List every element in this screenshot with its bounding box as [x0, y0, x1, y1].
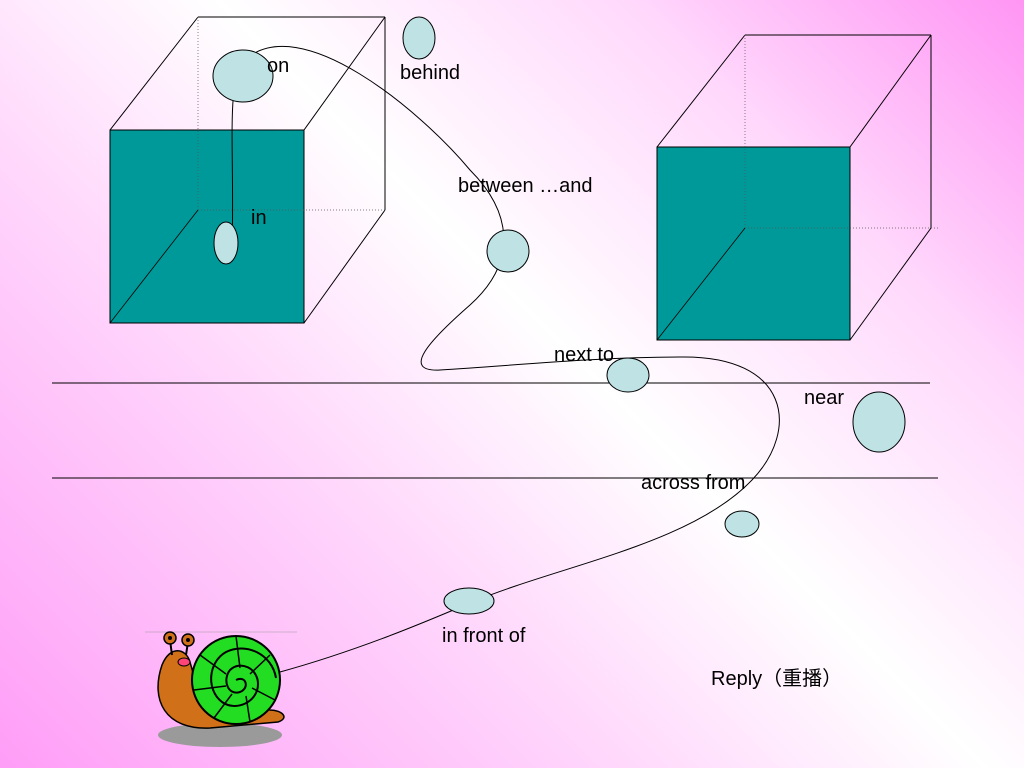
left-box	[109, 16, 386, 324]
dot-on	[212, 49, 274, 103]
left-box-front-face	[109, 129, 305, 324]
label-across-from: across from	[641, 472, 746, 494]
dot-in-front-of	[443, 587, 495, 615]
right-box-front-face	[656, 146, 851, 341]
dot-behind	[402, 16, 436, 60]
dot-across-from	[724, 510, 760, 538]
reply-button[interactable]: Reply（重播）	[711, 668, 843, 690]
label-on: on	[267, 55, 290, 77]
snail-image	[145, 631, 297, 747]
right-box	[656, 34, 940, 341]
dot-near	[852, 391, 906, 453]
dot-next-to	[606, 357, 650, 393]
label-next-to: next to	[554, 344, 615, 366]
snail-path	[231, 46, 780, 673]
label-near: near	[804, 387, 845, 409]
dot-between	[486, 229, 530, 273]
dot-in	[213, 221, 239, 265]
label-behind: behind	[400, 62, 461, 84]
label-between-and: between …and	[458, 175, 593, 197]
label-in: in	[251, 207, 267, 229]
label-in-front-of: in front of	[442, 625, 526, 647]
